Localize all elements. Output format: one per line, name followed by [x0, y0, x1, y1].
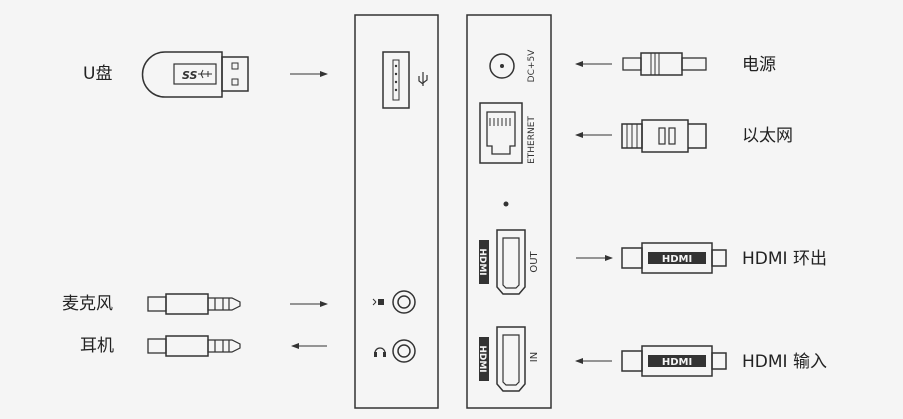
hdmi-out-plug-icon: HDMI [621, 242, 727, 274]
svg-text:HDMI: HDMI [477, 248, 487, 275]
headphone-label: 耳机 [80, 336, 114, 356]
ethernet-plug-icon [621, 119, 707, 153]
hdmi-in-port-icon [496, 326, 526, 392]
headphone-jack-icon [374, 339, 416, 363]
hdmi-in-plug-icon: HDMI [621, 345, 727, 377]
in-label: IN [529, 352, 540, 362]
svg-text:HDMI: HDMI [662, 357, 692, 368]
dc-jack-icon [489, 53, 515, 79]
svg-text:SS: SS [182, 69, 198, 82]
mic-label: 麦克风 [62, 294, 113, 314]
power-label: 电源 [742, 55, 776, 75]
ethernet-label: ETHERNET [527, 116, 537, 164]
right-panel [466, 14, 552, 409]
indicator-dot [503, 201, 509, 207]
ethernet-label-text: 以太网 [742, 126, 793, 146]
out-label: OUT [529, 250, 540, 272]
power-plug-icon [622, 52, 707, 76]
hdmi-port-logo-out: HDMI [477, 240, 489, 284]
hdmi-port-logo-in: HDMI [477, 337, 489, 381]
usb-stick-icon: SS [141, 51, 249, 98]
usb-port-icon [382, 51, 428, 109]
svg-text:HDMI: HDMI [662, 254, 692, 265]
usb-label: U盘 [83, 64, 113, 84]
mic-jack-icon [372, 290, 416, 314]
left-panel [354, 14, 439, 409]
svg-text:HDMI: HDMI [477, 345, 487, 372]
hdmi-out-label: HDMI 环出 [742, 249, 827, 269]
mic-plug-icon [147, 293, 241, 315]
hdmi-in-label: HDMI 输入 [742, 352, 827, 372]
ethernet-port-icon [479, 102, 523, 164]
hdmi-out-port-icon [496, 229, 526, 295]
dc-label: DC+5V [527, 49, 537, 82]
headphone-plug-icon [147, 335, 241, 357]
